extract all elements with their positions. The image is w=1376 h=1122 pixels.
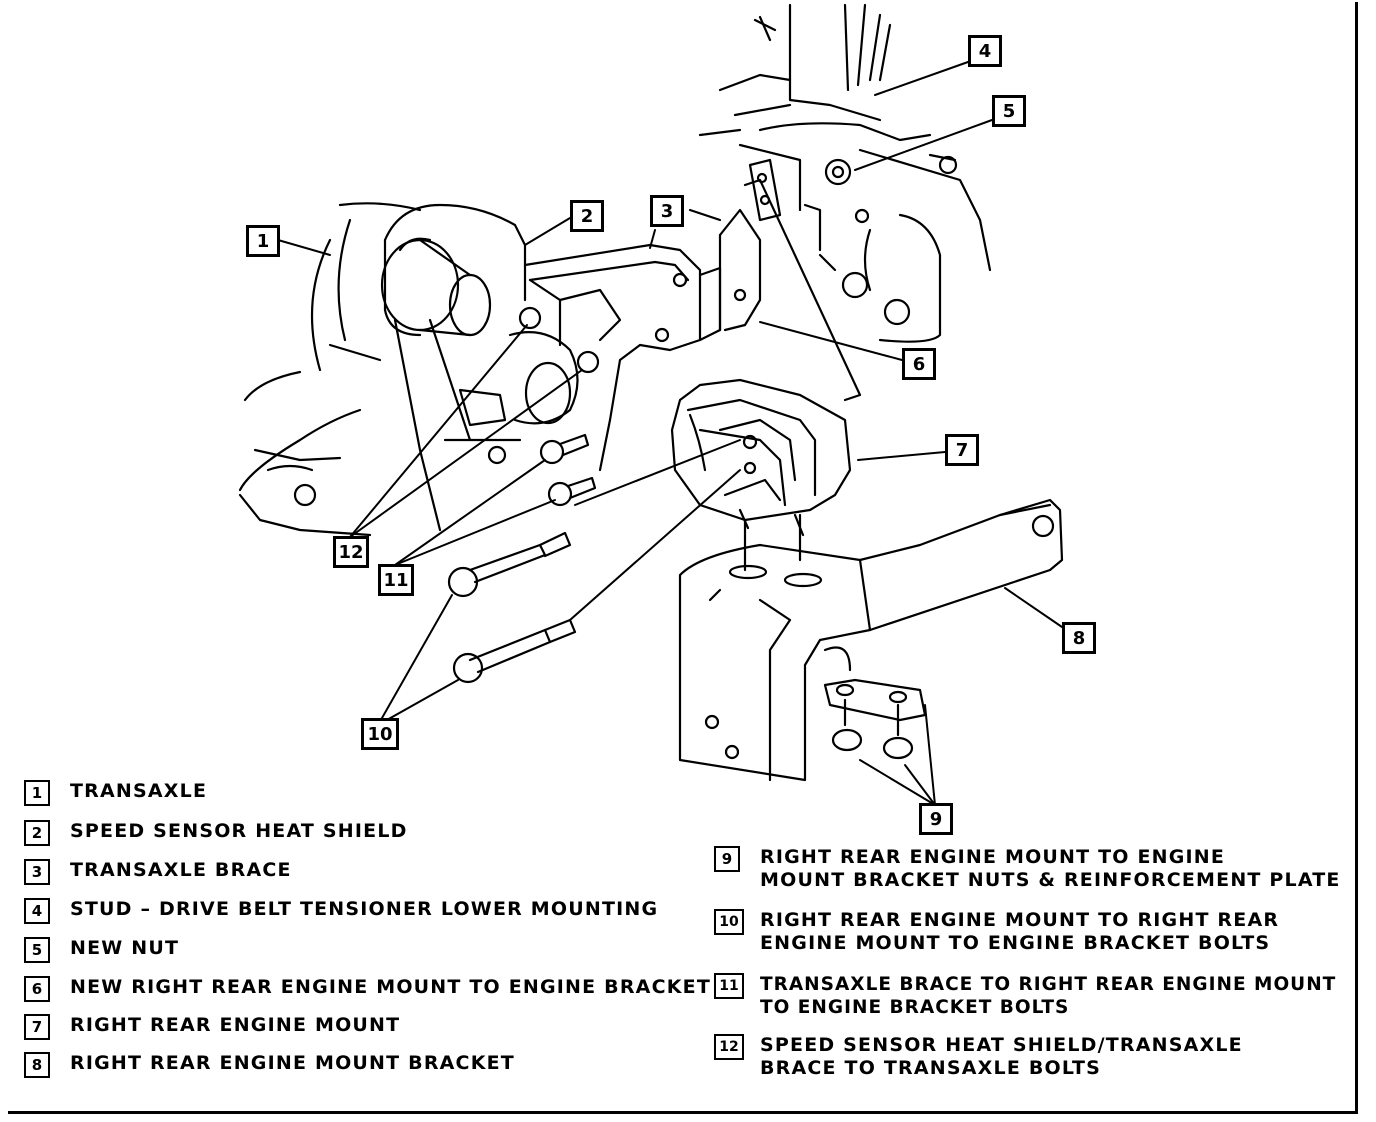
callout-9: 9 [919, 803, 953, 835]
legend-number: 2 [24, 820, 50, 846]
legend-item-4: 4 STUD – DRIVE BELT TENSIONER LOWER MOUN… [24, 898, 658, 928]
legend-item-9: 9 RIGHT REAR ENGINE MOUNT TO ENGINE MOUN… [714, 846, 1341, 896]
legend-label: NEW RIGHT REAR ENGINE MOUNT TO ENGINE BR… [70, 976, 711, 998]
legend-item-5: 5 NEW NUT [24, 937, 179, 967]
callout-6: 6 [902, 348, 936, 380]
legend-label: RIGHT REAR ENGINE MOUNT [70, 1014, 401, 1036]
legend-item-7: 7 RIGHT REAR ENGINE MOUNT [24, 1014, 400, 1044]
transaxle-drawing [238, 202, 472, 537]
engine-mount-bracket-drawing [678, 498, 1064, 782]
legend-item-11: 11 TRANSAXLE BRACE TO RIGHT REAR ENGINE … [714, 973, 1336, 1023]
transaxle-brace-drawing [523, 243, 722, 472]
diagram-frame [8, 2, 1358, 1114]
legend-number: 8 [24, 1052, 50, 1078]
legend-label: TRANSAXLE BRACE [70, 859, 292, 881]
callout-1: 1 [246, 225, 280, 257]
callout-5: 5 [992, 95, 1026, 127]
long-bolts-drawing [447, 531, 577, 684]
legend-number: 7 [24, 1014, 50, 1040]
callout-10: 10 [361, 718, 399, 750]
leader-lines [277, 61, 1063, 806]
legend-item-6: 6 NEW RIGHT REAR ENGINE MOUNT TO ENGINE … [24, 976, 711, 1006]
legend-number: 4 [24, 898, 50, 924]
legend-item-2: 2 SPEED SENSOR HEAT SHIELD [24, 820, 408, 850]
legend-label: RIGHT REAR ENGINE MOUNT TO ENGINE MOUNT … [760, 846, 1341, 891]
engine-bracket-drawing [718, 178, 862, 402]
legend-item-1: 1 TRANSAXLE [24, 780, 207, 810]
legend-number: 5 [24, 937, 50, 963]
legend-number: 12 [714, 1034, 744, 1060]
callout-2: 2 [570, 200, 604, 232]
engine-block-drawing [688, 3, 992, 343]
callout-3: 3 [650, 195, 684, 227]
legend-item-10: 10 RIGHT REAR ENGINE MOUNT TO RIGHT REAR… [714, 909, 1279, 959]
legend-label: NEW NUT [70, 937, 180, 959]
legend-label: TRANSAXLE BRACE TO RIGHT REAR ENGINE MOU… [760, 974, 1337, 1018]
callout-12: 12 [333, 536, 369, 568]
legend-label: SPEED SENSOR HEAT SHIELD/TRANSAXLE BRACE… [760, 1034, 1243, 1079]
callout-8: 8 [1062, 622, 1096, 654]
legend-number: 11 [714, 973, 744, 999]
legend-number: 9 [714, 846, 740, 872]
legend-number: 10 [714, 909, 744, 935]
legend-number: 3 [24, 859, 50, 885]
legend-item-8: 8 RIGHT REAR ENGINE MOUNT BRACKET [24, 1052, 515, 1082]
legend-label: STUD – DRIVE BELT TENSIONER LOWER MOUNTI… [70, 898, 659, 920]
legend-label: SPEED SENSOR HEAT SHIELD [70, 820, 408, 842]
short-bolts-drawing [539, 433, 597, 507]
legend-label: TRANSAXLE [70, 780, 208, 802]
reinforcement-plate-drawing [823, 678, 927, 760]
legend-label: RIGHT REAR ENGINE MOUNT TO RIGHT REAR EN… [760, 909, 1280, 954]
callout-7: 7 [945, 434, 979, 466]
engine-mount-drawing [670, 378, 852, 572]
legend-number: 6 [24, 976, 50, 1002]
speed-sensor-heat-shield-drawing [380, 203, 600, 374]
callout-11: 11 [378, 564, 414, 596]
legend-item-12: 12 SPEED SENSOR HEAT SHIELD/TRANSAXLE BR… [714, 1034, 1243, 1084]
legend-number: 1 [24, 780, 50, 806]
callout-4: 4 [968, 35, 1002, 67]
differential-housing-drawing [443, 278, 622, 465]
legend-item-3: 3 TRANSAXLE BRACE [24, 859, 292, 889]
legend-label: RIGHT REAR ENGINE MOUNT BRACKET [70, 1052, 515, 1074]
